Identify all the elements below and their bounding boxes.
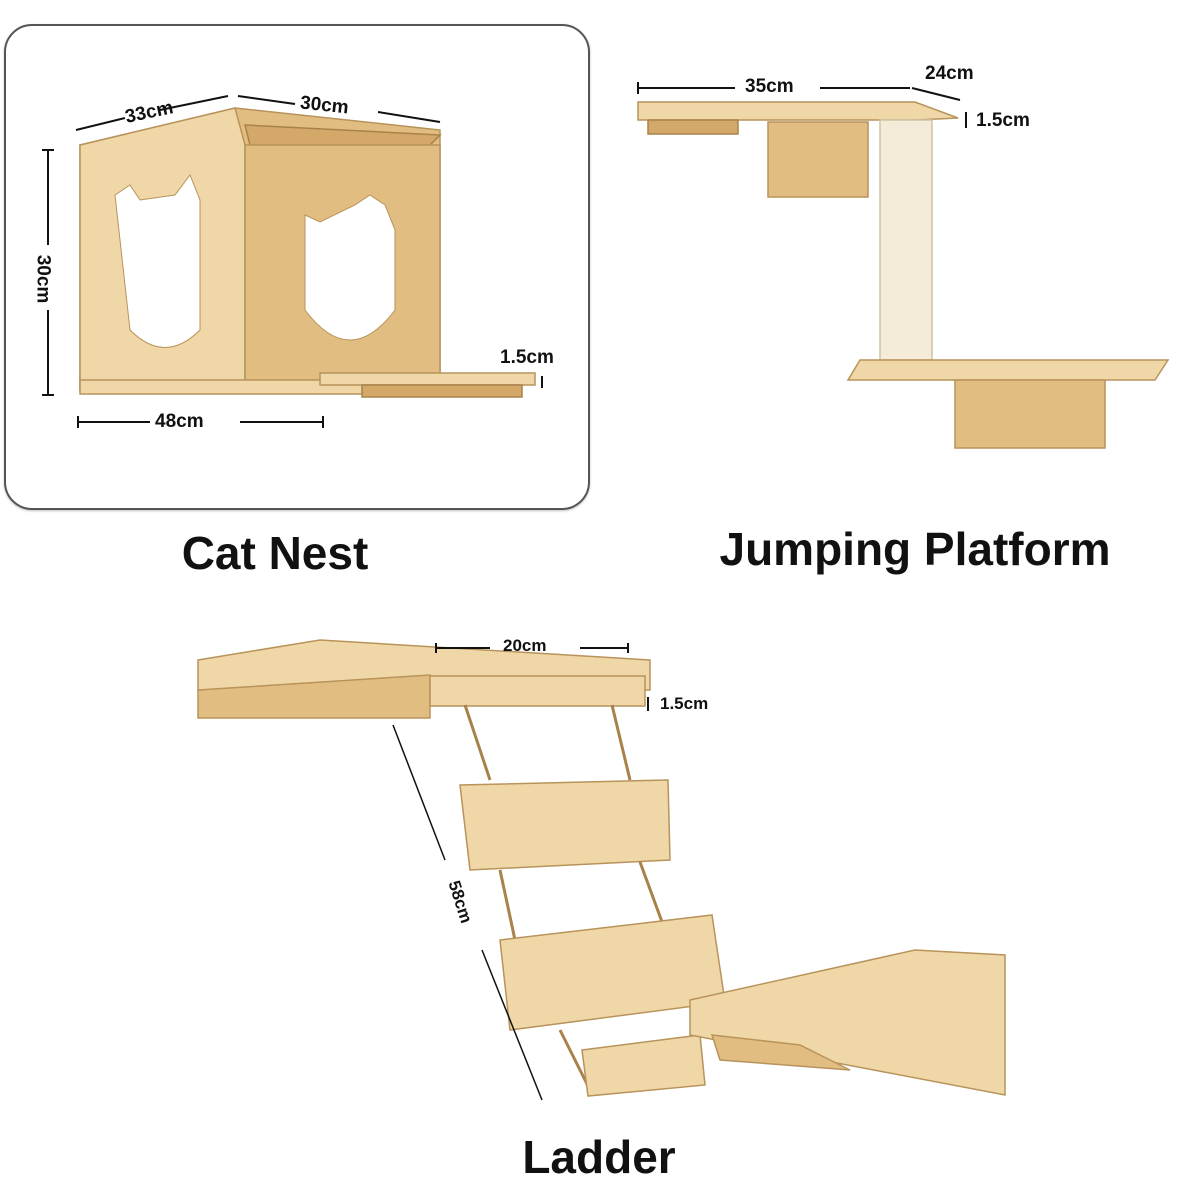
ladder-caption: Ladder xyxy=(522,1131,676,1183)
jumping-platform-caption: Jumping Platform xyxy=(719,523,1111,575)
cat-nest-caption: Cat Nest xyxy=(181,527,369,579)
jumping-platform-image xyxy=(637,82,1170,449)
ladder-thickness-label: 1.5cm xyxy=(660,694,709,713)
jumping-platform-thickness-label: 1.5cm xyxy=(976,110,1030,131)
cat-nest-length-label: 48cm xyxy=(155,411,204,432)
ladder-width-label: 20cm xyxy=(503,636,547,655)
jumping-platform-depth-label: 24cm xyxy=(925,63,974,84)
cat-nest-image xyxy=(42,95,543,428)
cat-nest-height-label: 30cm xyxy=(32,254,54,304)
jumping-platform-length-label: 35cm xyxy=(745,76,794,97)
cat-nest-thickness-label: 1.5cm xyxy=(500,347,554,368)
ladder-image xyxy=(197,639,1006,1101)
